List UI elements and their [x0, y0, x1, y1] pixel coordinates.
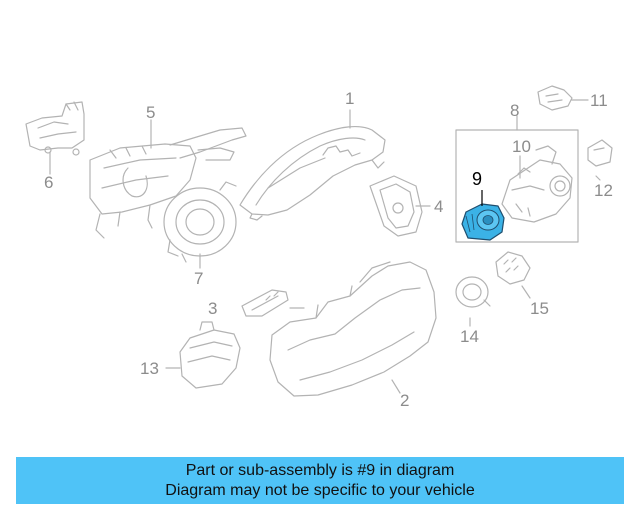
part-1-upper-shroud[interactable]	[239, 125, 386, 221]
part-7-clock-spring[interactable]	[163, 181, 237, 263]
part-15-switch[interactable]	[495, 251, 531, 285]
callout-13: 13	[140, 359, 159, 378]
callout-5: 5	[146, 103, 156, 122]
part-13-module[interactable]	[179, 321, 241, 389]
part-14-ring[interactable]	[455, 276, 491, 308]
callout-1: 1	[345, 89, 355, 108]
part-2-lower-shroud[interactable]	[269, 261, 437, 397]
callout-3: 3	[208, 299, 218, 318]
callout-6: 6	[44, 173, 54, 192]
part-6-bracket[interactable]	[25, 101, 85, 156]
callout-8: 8	[510, 101, 520, 120]
banner-line-1: Part or sub-assembly is #9 in diagram	[185, 461, 455, 479]
part-11-bracket[interactable]	[537, 85, 573, 111]
banner-line-2: Diagram may not be specific to your vehi…	[165, 481, 475, 499]
part-10-lock-housing[interactable]	[501, 145, 573, 223]
parts-diagram	[25, 85, 613, 397]
callout-10: 10	[512, 137, 531, 156]
info-banner: Part or sub-assembly is #9 in diagram Di…	[16, 457, 624, 504]
callout-15: 15	[530, 299, 549, 318]
part-4-cover[interactable]	[369, 175, 423, 237]
callout-7: 7	[194, 269, 204, 288]
part-3-bracket[interactable]	[241, 289, 289, 317]
part-5-combination-switch[interactable]	[89, 127, 247, 239]
callout-9: 9	[472, 169, 483, 189]
part-12-cap[interactable]	[587, 139, 613, 167]
callout-12: 12	[594, 181, 613, 200]
callout-14: 14	[460, 327, 479, 346]
callout-4: 4	[434, 197, 444, 216]
callout-2: 2	[400, 391, 410, 410]
callout-11: 11	[590, 91, 608, 110]
part-9-ignition-switch[interactable]	[461, 190, 505, 241]
leader-lines	[49, 99, 601, 394]
